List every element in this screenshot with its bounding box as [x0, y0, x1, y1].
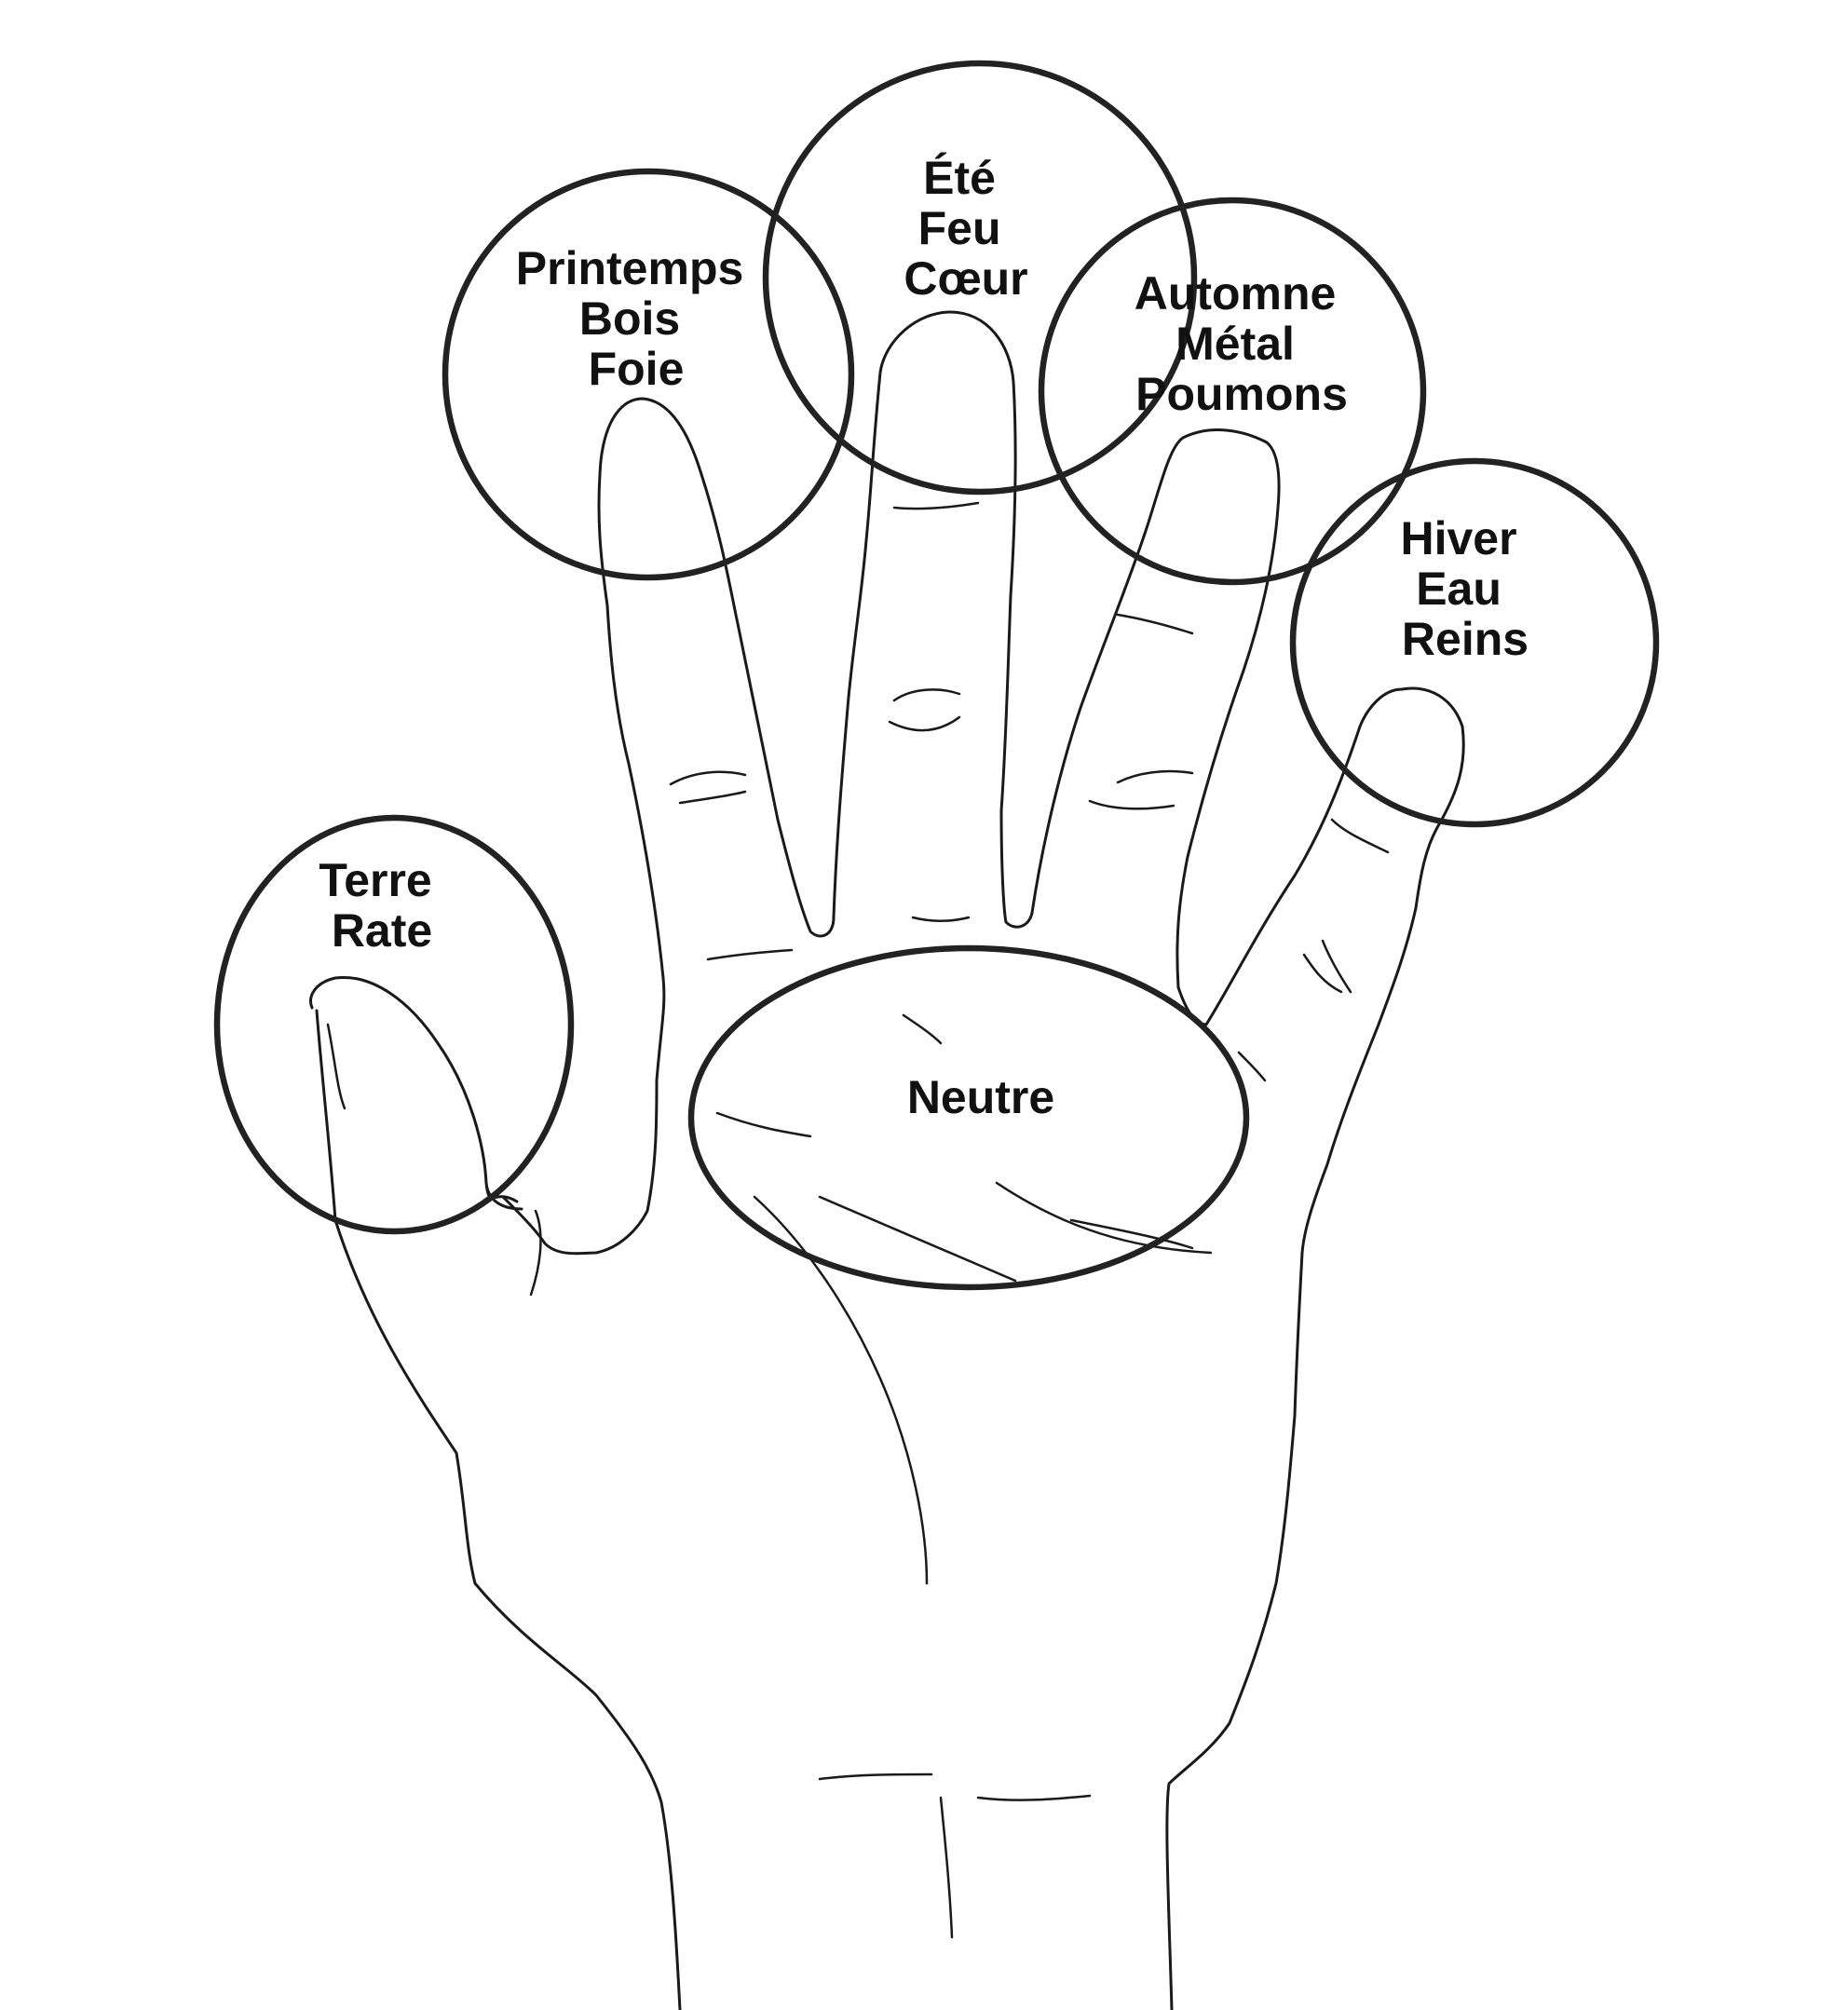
label-line: Neutre: [907, 1071, 1054, 1123]
middle-zone-label: Été Feu Cœur: [904, 152, 1027, 305]
little-finger-outline: [1176, 686, 1465, 1255]
thumb-zone-label: Terre Rate: [319, 854, 444, 957]
label-line: Feu: [918, 202, 1001, 254]
thumb-outline: [309, 975, 682, 2010]
index-zone-circle: [442, 168, 855, 581]
palm-zone-label: Neutre: [907, 1071, 1054, 1123]
label-line: Automne: [1135, 267, 1337, 319]
ring-zone-circle: [1038, 197, 1427, 586]
middle-zone-circle: [762, 60, 1198, 496]
label-line: Rate: [332, 904, 432, 957]
label-line: Printemps: [516, 242, 744, 294]
label-line: Eau: [1416, 563, 1502, 615]
little-zone-circle: [1289, 457, 1660, 828]
middle-finger-outline: [832, 310, 1034, 929]
hand-right-edge: [1165, 1251, 1304, 2010]
label-line: Métal: [1175, 318, 1295, 370]
little-zone-label: Hiver Eau Reins: [1401, 512, 1530, 665]
label-line: Hiver: [1401, 512, 1517, 564]
hand-creases: [529, 501, 1390, 1939]
index-finger-outline: [597, 397, 836, 980]
label-line: Poumons: [1135, 368, 1348, 420]
thumb-zone-circle: [213, 814, 575, 1235]
label-line: Foie: [589, 343, 685, 395]
label-line: Terre: [319, 854, 431, 906]
palm-zone-ellipse: [687, 944, 1250, 1291]
index-zone-label: Printemps Bois Foie: [516, 242, 756, 395]
thumb-nail: [326, 1023, 346, 1110]
hand-outline: [309, 310, 1465, 2010]
label-line: Cœur: [904, 252, 1027, 305]
label-line: Été: [923, 152, 996, 204]
label-line: Reins: [1402, 613, 1529, 665]
zone-labels: Printemps Bois Foie Été Feu Cœur Automne…: [319, 152, 1529, 1123]
ring-zone-label: Automne Métal Poumons: [1135, 267, 1350, 420]
ring-finger-outline: [1030, 428, 1281, 989]
zone-circles: [213, 60, 1660, 1291]
thumb-web: [501, 976, 666, 1256]
label-line: Bois: [579, 292, 680, 345]
